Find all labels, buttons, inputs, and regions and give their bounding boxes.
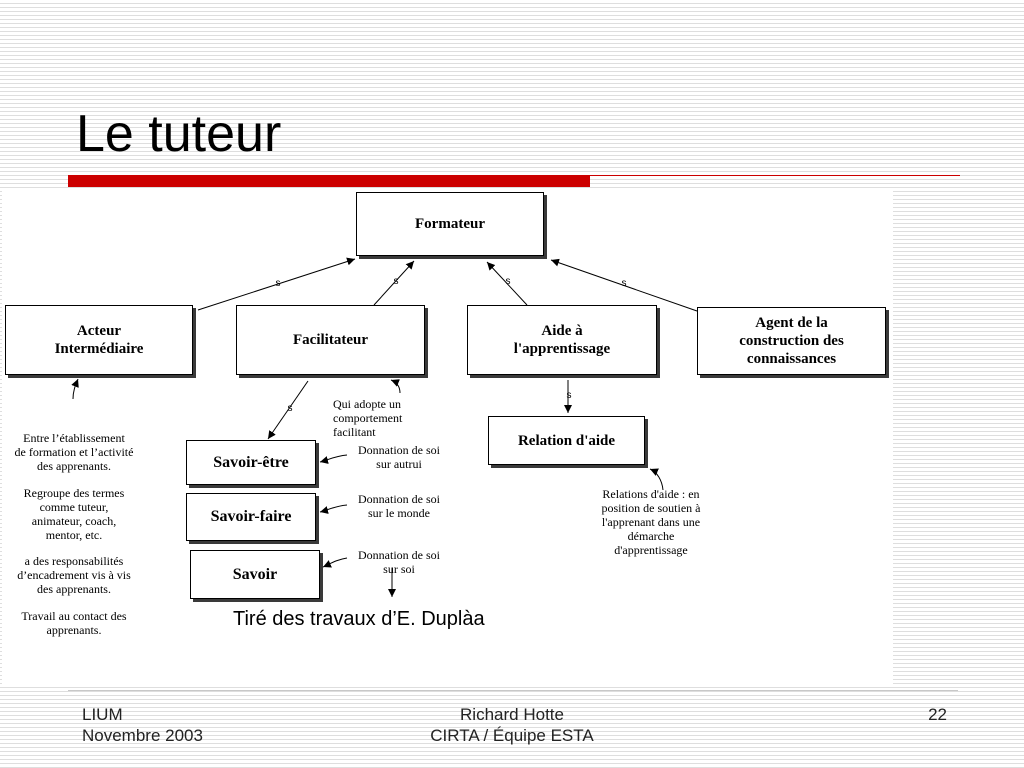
edge-label-relation: s xyxy=(566,390,572,401)
slide-title: Le tuteur xyxy=(76,105,282,163)
note-line: Donnation de soi xyxy=(358,443,440,457)
node-label: Relation d'aide xyxy=(517,432,616,449)
edge-label-aide: s xyxy=(505,276,511,287)
edge-facilitateur-to-savoir-etre xyxy=(267,380,309,440)
diagram-caption: Tiré des travaux d’E. Duplàa xyxy=(233,608,485,630)
note-line: position de soutien à xyxy=(601,501,701,515)
node-label: Agent de la xyxy=(755,315,828,331)
node-label: l'apprentissage xyxy=(513,341,611,357)
note-line: facilitant xyxy=(333,425,376,439)
note-arrow-savoir-etre xyxy=(319,454,348,464)
node-acteur-intermediaire: Acteur Intermédiaire xyxy=(5,305,193,375)
node-facilitateur: Facilitateur xyxy=(236,305,425,375)
note-relation-aide: Relations d'aide : en position de soutie… xyxy=(580,487,722,557)
node-label: construction des xyxy=(739,333,844,349)
note-acteur-group-4: Travail au contact des apprenants. xyxy=(0,609,148,637)
footer-author: Richard Hotte xyxy=(460,705,564,724)
note-savoir-faire: Donnation de soi sur le monde xyxy=(340,492,458,520)
note-arrow-savoir xyxy=(322,557,348,568)
note-line: démarche xyxy=(627,529,675,543)
edge-label-savoir-etre: s xyxy=(287,403,293,414)
footer-affiliation: CIRTA / Équipe ESTA xyxy=(430,726,594,745)
node-label: connaissances xyxy=(746,351,837,367)
note-line: animateur, coach, xyxy=(31,514,117,528)
footer-organization: LIUM xyxy=(82,705,123,724)
node-aide-apprentissage: Aide à l'apprentissage xyxy=(467,305,657,375)
note-line: l'apprenant dans une xyxy=(601,515,701,529)
note-acteur-group-3: a des responsabilités d’encadrement vis … xyxy=(0,554,148,596)
edge-label-facilitateur: s xyxy=(393,276,399,287)
node-label: Facilitateur xyxy=(293,332,368,348)
note-line: sur autrui xyxy=(376,456,422,471)
edge-acteur-to-formateur xyxy=(197,257,356,311)
title-accent-bar xyxy=(68,175,590,187)
note-acteur-group-2: Regroupe des termes comme tuteur, animat… xyxy=(0,486,148,542)
note-line: mentor, etc. xyxy=(45,528,103,542)
note-savoir-etre: Donnation de soi sur autrui xyxy=(340,443,458,471)
node-savoir-faire: Savoir-faire xyxy=(186,493,316,541)
note-line: Regroupe des termes xyxy=(23,486,125,500)
footer-date: Novembre 2003 xyxy=(82,726,203,745)
note-line: Donnation de soi xyxy=(358,548,440,562)
note-line: des apprenants. xyxy=(37,582,111,596)
note-arrow-relation xyxy=(649,468,664,491)
note-line: de formation et l’activité xyxy=(14,445,134,459)
footer-center: Richard Hotte CIRTA / Équipe ESTA xyxy=(412,704,612,746)
footer-left: LIUM Novembre 2003 xyxy=(82,704,203,746)
note-savoir: Donnation de soi sur soi xyxy=(340,548,458,576)
note-arrow-acteur xyxy=(71,378,79,400)
note-line: d’encadrement vis à vis xyxy=(17,568,131,582)
note-line: des apprenants. xyxy=(37,459,111,473)
edge-aide-to-formateur xyxy=(486,261,528,306)
note-line: Donnation de soi xyxy=(358,492,440,506)
note-arrow-facilitateur xyxy=(390,379,401,394)
note-line: Relations d'aide : en xyxy=(602,487,700,501)
page-number: 22 xyxy=(928,705,947,724)
node-agent-construction: Agent de la construction des connaissanc… xyxy=(697,307,886,375)
node-label: Savoir-faire xyxy=(210,508,292,525)
edge-label-agent: s xyxy=(621,278,627,289)
note-line: comportement xyxy=(333,411,403,425)
note-line: Entre l’établissement xyxy=(23,431,125,445)
footer-divider xyxy=(68,690,958,691)
note-line: sur soi xyxy=(383,561,415,576)
node-formateur: Formateur xyxy=(356,192,544,256)
note-arrow-savoir-faire xyxy=(319,504,348,514)
note-line: apprenants. xyxy=(46,623,102,637)
note-line: Qui adopte un xyxy=(333,397,401,411)
edge-label-acteur: s xyxy=(275,278,281,289)
note-acteur-group-1: Entre l’établissement de formation et l’… xyxy=(0,431,148,473)
diagram-canvas xyxy=(2,190,893,686)
node-label: Savoir xyxy=(232,565,278,583)
note-line: d'apprentissage xyxy=(614,543,688,557)
note-line: a des responsabilités xyxy=(24,554,124,568)
edge-agent-to-formateur xyxy=(550,258,698,312)
edge-facilitateur-to-formateur xyxy=(373,260,415,306)
note-line: sur le monde xyxy=(368,505,430,520)
note-line: comme tuteur, xyxy=(39,500,109,514)
note-line: Travail au contact des xyxy=(21,609,127,623)
node-label: Aide à xyxy=(541,323,583,339)
node-label: Acteur xyxy=(76,323,122,339)
title-accent-line xyxy=(590,175,960,176)
note-facilitateur: Qui adopte un comportement facilitant xyxy=(333,397,402,439)
node-savoir: Savoir xyxy=(190,550,320,599)
node-label: Formateur xyxy=(415,216,485,232)
node-savoir-etre: Savoir-être xyxy=(186,440,316,485)
node-relation-aide: Relation d'aide xyxy=(488,416,645,465)
node-label: Intermédiaire xyxy=(54,341,144,357)
node-label: Savoir-être xyxy=(213,453,289,471)
